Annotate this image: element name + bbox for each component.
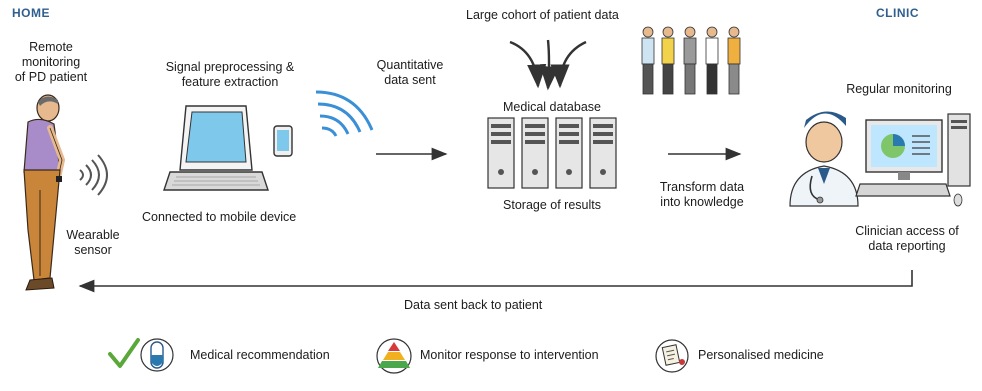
- laptop-icon: [163, 105, 269, 191]
- personalised-medicine-icon: [655, 339, 689, 373]
- patient-cohort-icon: [641, 26, 741, 95]
- medicine-capsule-icon: [140, 338, 174, 372]
- patient-caption: Remote monitoring of PD patient: [14, 40, 88, 84]
- cohort-caption: Large cohort of patient data: [466, 8, 619, 22]
- legend-medical-recommendation: Medical recommendation: [190, 348, 330, 362]
- return-arrow: [78, 270, 913, 293]
- check-icon: [108, 338, 140, 368]
- connected-caption: Connected to mobile device: [142, 210, 297, 224]
- legend-personalised-medicine: Personalised medicine: [698, 348, 824, 362]
- database-servers-icon: [487, 117, 617, 189]
- home-header: HOME: [12, 6, 50, 20]
- back-caption: Data sent back to patient: [404, 298, 543, 312]
- storage-caption: Storage of results: [503, 198, 601, 212]
- monitoring-caption: Regular monitoring: [846, 82, 952, 96]
- quantitative-caption: Quantitative data sent: [376, 58, 444, 87]
- response-pyramid-icon: [376, 338, 412, 374]
- mobile-phone-icon: [273, 125, 293, 157]
- transform-caption: Transform data into knowledge: [659, 180, 745, 209]
- patient-figure: [23, 94, 66, 291]
- clinician-figure: [789, 111, 859, 207]
- sensor-signal-icon: [79, 154, 108, 196]
- processing-caption: Signal preprocessing & feature extractio…: [165, 60, 295, 89]
- legend-monitor-response: Monitor response to intervention: [420, 348, 599, 362]
- database-title: Medical database: [503, 100, 601, 114]
- clinic-header: CLINIC: [876, 6, 919, 20]
- access-caption: Clinician access of data reporting: [855, 224, 959, 253]
- wifi-signal-icon: [315, 90, 374, 137]
- clinic-monitor-icon: [855, 113, 971, 207]
- sensor-caption: Wearable sensor: [66, 228, 120, 257]
- cohort-arrows: [509, 39, 587, 91]
